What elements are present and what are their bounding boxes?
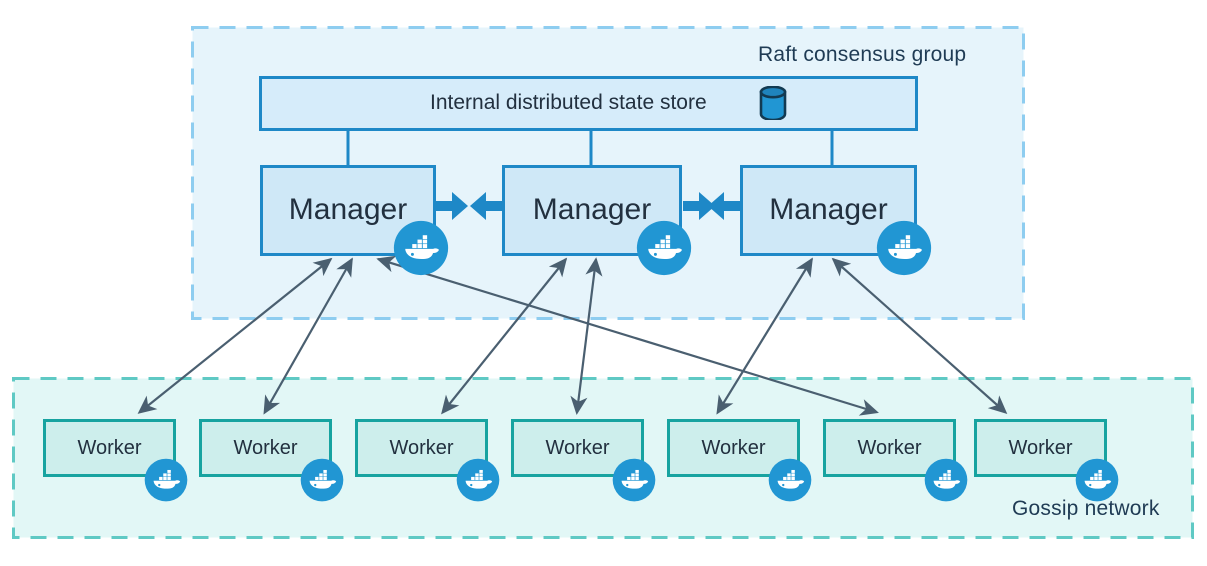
worker-7-docker-whale-icon [1075, 458, 1119, 502]
worker-2-docker-whale-icon [300, 458, 344, 502]
manager-1-docker-whale-icon [393, 220, 449, 276]
raft-consensus-group-label: Raft consensus group [758, 43, 967, 66]
database-cylinder-icon [759, 86, 787, 120]
worker-4-docker-whale-icon [612, 458, 656, 502]
manager-2-docker-whale-icon [636, 220, 692, 276]
state-store-connectors [346, 130, 834, 166]
internal-distributed-state-store-box[interactable] [259, 76, 918, 131]
worker-5-docker-whale-icon [768, 458, 812, 502]
manager-3-docker-whale-icon [876, 220, 932, 276]
link-worker-2-manager-1 [263, 257, 353, 415]
worker-manager-links [137, 255, 1008, 416]
gossip-network-label: Gossip network [1012, 497, 1160, 520]
worker-1-docker-whale-icon [144, 458, 188, 502]
manager-peer-arrows [436, 192, 740, 220]
link-worker-7-manager-3 [831, 257, 1008, 415]
link-worker-6-manager-1 [376, 255, 879, 416]
worker-3-docker-whale-icon [456, 458, 500, 502]
worker-6-docker-whale-icon [924, 458, 968, 502]
